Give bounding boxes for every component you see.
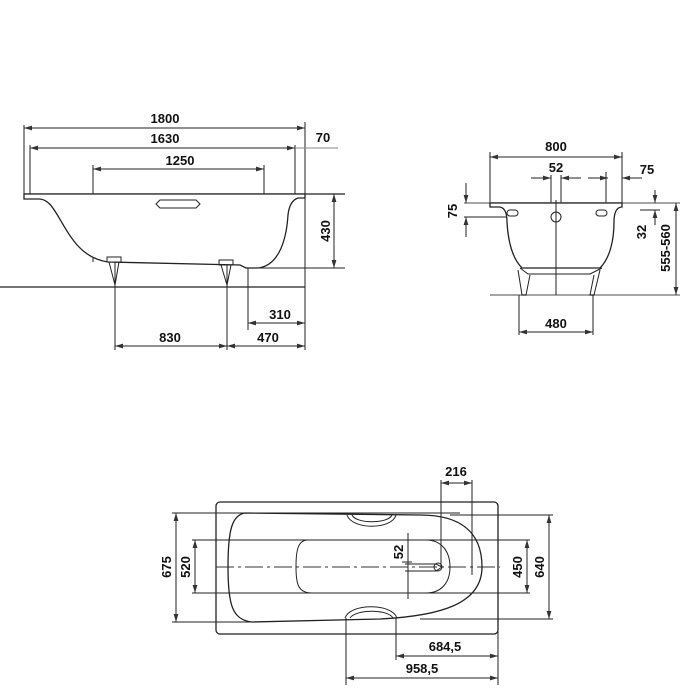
tub-bottom-recess bbox=[295, 539, 451, 594]
dim-label-830: 830 bbox=[159, 330, 181, 345]
dim-label-675: 675 bbox=[159, 556, 174, 578]
dim-label-75-rim: 75 bbox=[640, 162, 654, 177]
dim-label-310: 310 bbox=[269, 307, 291, 322]
tub-base-frame bbox=[519, 267, 603, 275]
handle-bottom-icon bbox=[344, 606, 398, 619]
dim-label-684-5: 684,5 bbox=[429, 639, 462, 654]
dim-label-520: 520 bbox=[178, 556, 193, 578]
plan-view: 216 675 520 52 450 640 684,5 958,5 bbox=[159, 464, 553, 685]
overflow-hole-icon bbox=[550, 211, 562, 223]
tub-side-profile bbox=[23, 193, 306, 269]
dim-label-70: 70 bbox=[316, 130, 330, 145]
dim-label-52-drain: 52 bbox=[391, 545, 406, 559]
dim-label-1800: 1800 bbox=[151, 111, 180, 126]
end-view: 800 52 75 75 32 555-560 480 bbox=[445, 139, 680, 335]
dim-label-800: 800 bbox=[545, 139, 567, 154]
dim-label-470: 470 bbox=[257, 330, 279, 345]
dim-label-480: 480 bbox=[545, 316, 567, 331]
dim-label-1250: 1250 bbox=[166, 153, 195, 168]
end-leg-left bbox=[517, 269, 531, 296]
handle-hole-left-icon bbox=[506, 209, 519, 217]
dim-label-958-5: 958,5 bbox=[406, 661, 439, 676]
dim-label-450: 450 bbox=[510, 556, 525, 578]
dim-label-430: 430 bbox=[318, 220, 333, 242]
dim-label-52-overflow: 52 bbox=[549, 160, 563, 175]
handle-hole-right-icon bbox=[595, 209, 608, 217]
tub-outer-rim bbox=[215, 501, 499, 635]
overflow-slot-icon bbox=[155, 199, 201, 209]
tub-inner-basin bbox=[227, 512, 483, 623]
dim-label-555-560: 555-560 bbox=[658, 224, 673, 272]
dim-label-75-overflow-height: 75 bbox=[445, 204, 460, 218]
rear-leg bbox=[218, 259, 234, 350]
dim-label-640: 640 bbox=[532, 556, 547, 578]
dim-label-216: 216 bbox=[445, 464, 467, 479]
front-leg bbox=[106, 256, 122, 350]
drain-hole-icon bbox=[433, 562, 443, 572]
dim-label-32: 32 bbox=[634, 225, 649, 239]
side-view: 1800 1630 70 1250 430 310 830 470 bbox=[0, 111, 345, 350]
dim-label-1630: 1630 bbox=[151, 131, 180, 146]
handle-top-icon bbox=[346, 514, 397, 527]
end-leg-right bbox=[589, 269, 601, 296]
